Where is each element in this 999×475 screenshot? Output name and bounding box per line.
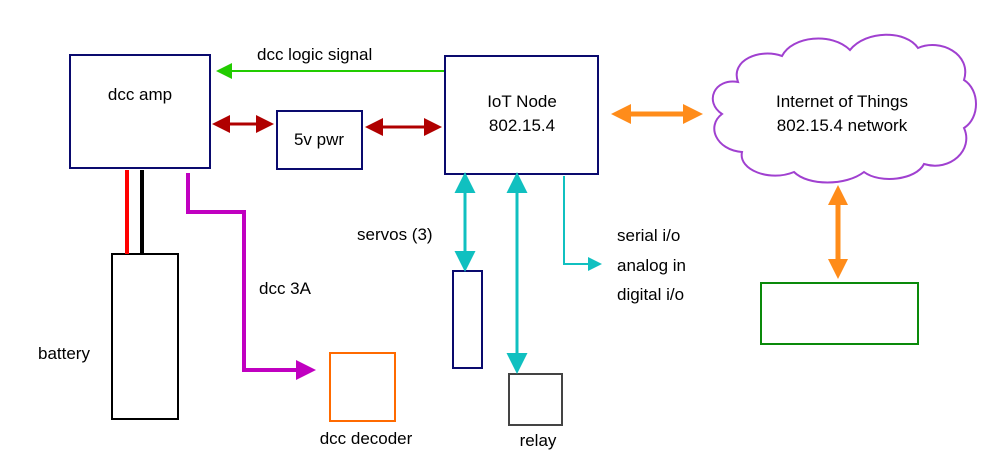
servos-label: servos (3) [357, 225, 433, 244]
dcc-decoder-label: dcc decoder [320, 429, 413, 448]
pwr-label: 5v pwr [294, 130, 344, 149]
cloud-label-line2: 802.15.4 network [777, 116, 908, 135]
servos-box [452, 270, 483, 369]
dcc-amp-box [69, 54, 211, 169]
serial-io-label: serial i/o [617, 226, 680, 245]
dcc-decoder-box [329, 352, 396, 422]
dcc-3a-label: dcc 3A [259, 279, 312, 298]
relay-label: relay [520, 431, 557, 450]
dcc-logic-signal-label: dcc logic signal [257, 45, 372, 64]
relay-box [508, 373, 563, 426]
pwr-box [276, 110, 363, 170]
cloud-label-line1: Internet of Things [776, 92, 908, 111]
dcc-amp-label: dcc amp [108, 85, 172, 104]
iot-node-box [444, 55, 599, 175]
io-link-arrow [563, 176, 602, 271]
analog-in-label: analog in [617, 256, 686, 275]
digital-io-label: digital i/o [617, 285, 684, 304]
iot-node-label-line1: IoT Node [487, 92, 557, 111]
iot-node-label-line2: 802.15.4 [489, 116, 555, 135]
green-device-box [760, 282, 919, 345]
battery-box [111, 253, 179, 420]
dcc-3a-wire [186, 173, 316, 380]
iot-network-cloud [711, 33, 977, 184]
battery-label: battery [38, 344, 90, 363]
